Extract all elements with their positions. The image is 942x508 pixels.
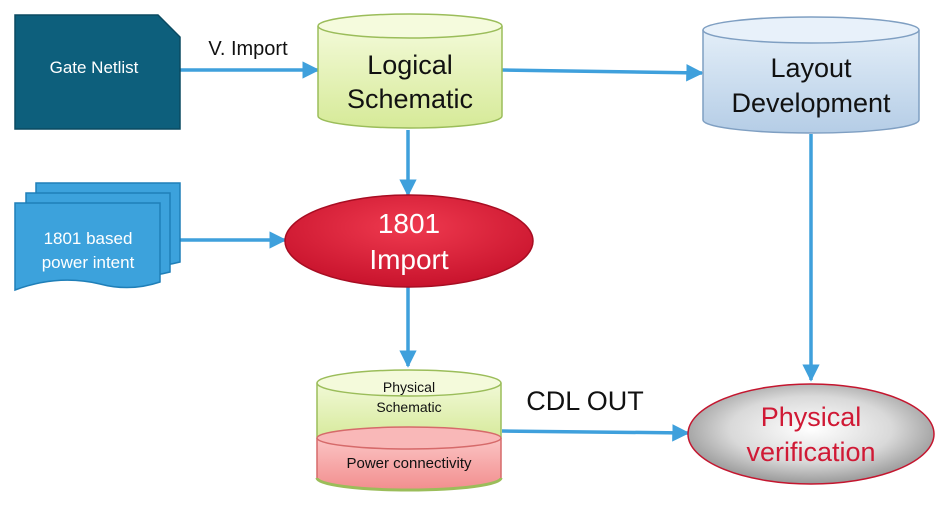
- edge-logical-to-layout: [501, 64, 704, 82]
- logical-schematic-label-line1: Logical: [367, 50, 453, 80]
- import-label-line1: 1801: [378, 208, 440, 239]
- layout-development-cylinder-top: [702, 16, 920, 44]
- node-layout-development: Layout Development: [702, 16, 920, 134]
- physical-schematic-label-line2: Schematic: [376, 399, 441, 415]
- power-connectivity-band-top: [316, 426, 502, 450]
- node-gate-netlist: Gate Netlist: [14, 14, 181, 130]
- power-intent-label-line1: 1801 based: [44, 229, 133, 248]
- logical-schematic-cylinder-top: [317, 13, 503, 39]
- logical-schematic-label-line2: Schematic: [347, 84, 473, 114]
- power-intent-label-line2: power intent: [42, 253, 135, 272]
- verification-label-line2: verification: [746, 437, 875, 467]
- verification-ellipse: [687, 383, 935, 485]
- node-power-intent: 1801 based power intent: [14, 182, 181, 292]
- import-label-line2: Import: [369, 244, 449, 275]
- edge-label-cdl-out: CDL OUT: [526, 386, 644, 416]
- edge-physical-to-verification: [501, 424, 690, 442]
- layout-development-cylinder-body: [702, 30, 920, 134]
- node-physical-verification: Physical verification: [687, 383, 935, 485]
- layout-development-label-line2: Development: [731, 88, 891, 118]
- node-logical-schematic: Logical Schematic: [317, 13, 503, 129]
- node-physical-schematic: Physical Schematic Power connectivity: [315, 369, 503, 492]
- power-connectivity-label: Power connectivity: [346, 455, 472, 472]
- import-ellipse: [284, 194, 534, 288]
- power-intent-doc-front: [14, 202, 161, 292]
- verification-label-line1: Physical: [761, 402, 862, 432]
- gate-netlist-card-shape: [14, 14, 181, 130]
- edges: [180, 61, 820, 442]
- physical-schematic-label-line1: Physical: [383, 379, 435, 395]
- node-1801-import: 1801 Import: [284, 194, 534, 288]
- physical-schematic-cylinder-top: [316, 369, 502, 397]
- gate-netlist-label: Gate Netlist: [50, 58, 139, 77]
- physical-schematic-base-ring: [315, 477, 503, 492]
- edge-label-v-import: V. Import: [208, 38, 288, 60]
- layout-development-label-line1: Layout: [770, 53, 852, 83]
- logical-schematic-cylinder-body: [317, 26, 503, 129]
